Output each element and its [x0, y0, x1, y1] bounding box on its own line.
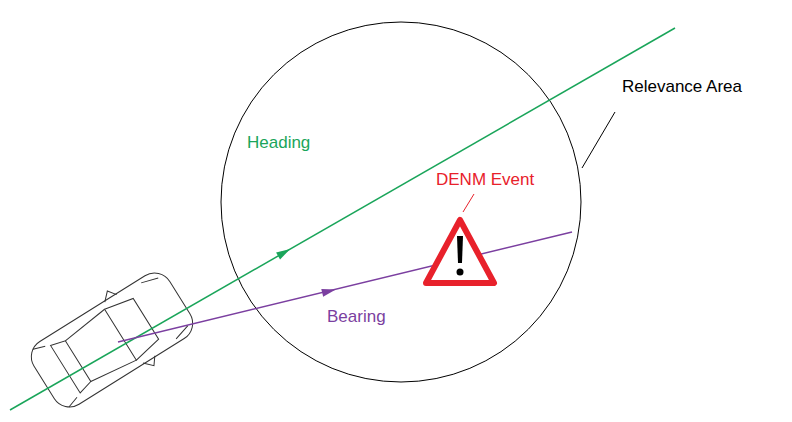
leader-line — [582, 112, 615, 168]
relevance-circle — [221, 22, 581, 382]
area-label: Relevance Area — [622, 77, 742, 97]
car-symbol — [21, 260, 203, 419]
bearing-line — [118, 232, 572, 342]
heading-label: Heading — [247, 133, 310, 153]
bearing-arrowhead — [321, 286, 336, 297]
heading-line — [10, 28, 675, 410]
bearing-label: Bearing — [327, 307, 386, 327]
event-label: DENM Event — [436, 170, 534, 190]
heading-arrowhead — [276, 246, 292, 260]
warning-sign — [426, 220, 494, 283]
leader-line — [463, 194, 474, 212]
